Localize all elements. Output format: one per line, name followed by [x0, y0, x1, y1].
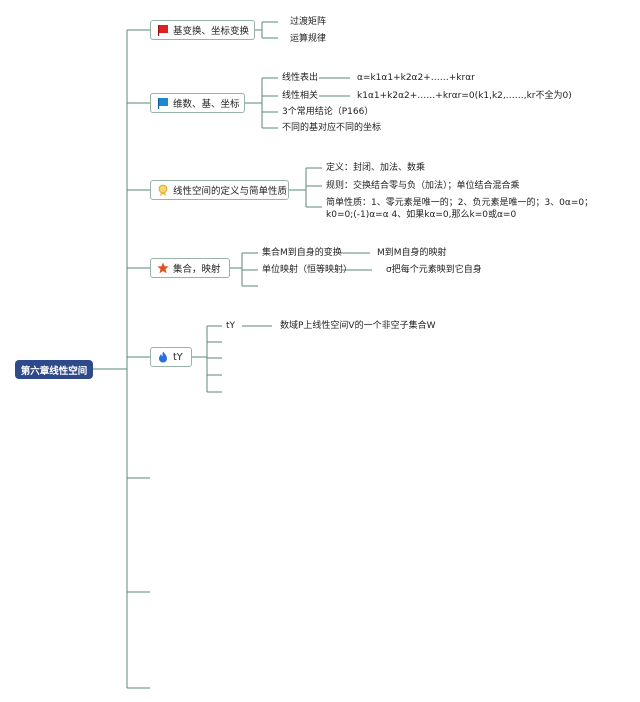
branch-label: 集合，映射 — [173, 264, 221, 275]
node-linear-dependence-detail[interactable]: k1α1+k2α2+……+krαr=0(k1,k2,……,kr不全为0) — [357, 91, 572, 101]
node-linear-representation-detail[interactable]: α=k1α1+k2α2+……+krαr — [357, 73, 475, 83]
branch-label: 维数、基、坐标 — [173, 99, 240, 110]
branch-linear-space-definition[interactable]: 线性空间的定义与简单性质 — [150, 180, 289, 200]
flame-icon — [157, 351, 169, 363]
node-rules[interactable]: 规则：交换结合零与负（加法）；单位结合混合乘 — [326, 181, 520, 191]
node-transition-matrix[interactable]: 过渡矩阵 — [290, 17, 327, 27]
node-identity-mapping[interactable]: 单位映射（恒等映射） — [262, 265, 353, 275]
node-simple-properties[interactable]: 简单性质：1、零元素是唯一的；2、负元素是唯一的；3、0α=0；k0=0;(-1… — [326, 198, 594, 220]
blue-flag-icon — [157, 97, 169, 109]
root-node[interactable]: 第六章线性空间 — [15, 360, 93, 379]
branch-label: tY — [173, 351, 183, 363]
branch-label: 基变换、坐标变换 — [173, 26, 250, 37]
node-linear-representation[interactable]: 线性表出 — [282, 73, 319, 83]
node-identity-mapping-detail[interactable]: σ把每个元素映到它自身 — [386, 265, 482, 275]
node-self-transformation-detail[interactable]: M到M自身的映射 — [377, 248, 447, 258]
branch-set-mapping[interactable]: 集合，映射 — [150, 258, 230, 278]
node-subspace-detail[interactable]: 数域P上线性空间V的一个非空子集合W — [280, 321, 436, 331]
branch-label: 线性空间的定义与简单性质 — [173, 186, 288, 197]
branch-basis-change[interactable]: 基变换、坐标变换 — [150, 20, 255, 40]
node-linear-dependence[interactable]: 线性相关 — [282, 91, 319, 101]
star-icon — [157, 262, 169, 274]
red-flag-icon — [157, 24, 169, 36]
node-subspace-label[interactable]: tY — [226, 321, 236, 331]
node-definition[interactable]: 定义：封闭、加法、数乘 — [326, 163, 426, 173]
branch-subspace[interactable]: tY — [150, 347, 192, 367]
node-operation-rules[interactable]: 运算规律 — [290, 34, 327, 44]
medal-icon — [157, 184, 169, 196]
node-three-conclusions[interactable]: 3个常用结论（P166） — [282, 107, 374, 117]
node-self-transformation[interactable]: 集合M到自身的变换 — [262, 248, 342, 258]
branch-dimension-basis[interactable]: 维数、基、坐标 — [150, 93, 245, 113]
node-different-coordinates[interactable]: 不同的基对应不同的坐标 — [282, 123, 382, 133]
